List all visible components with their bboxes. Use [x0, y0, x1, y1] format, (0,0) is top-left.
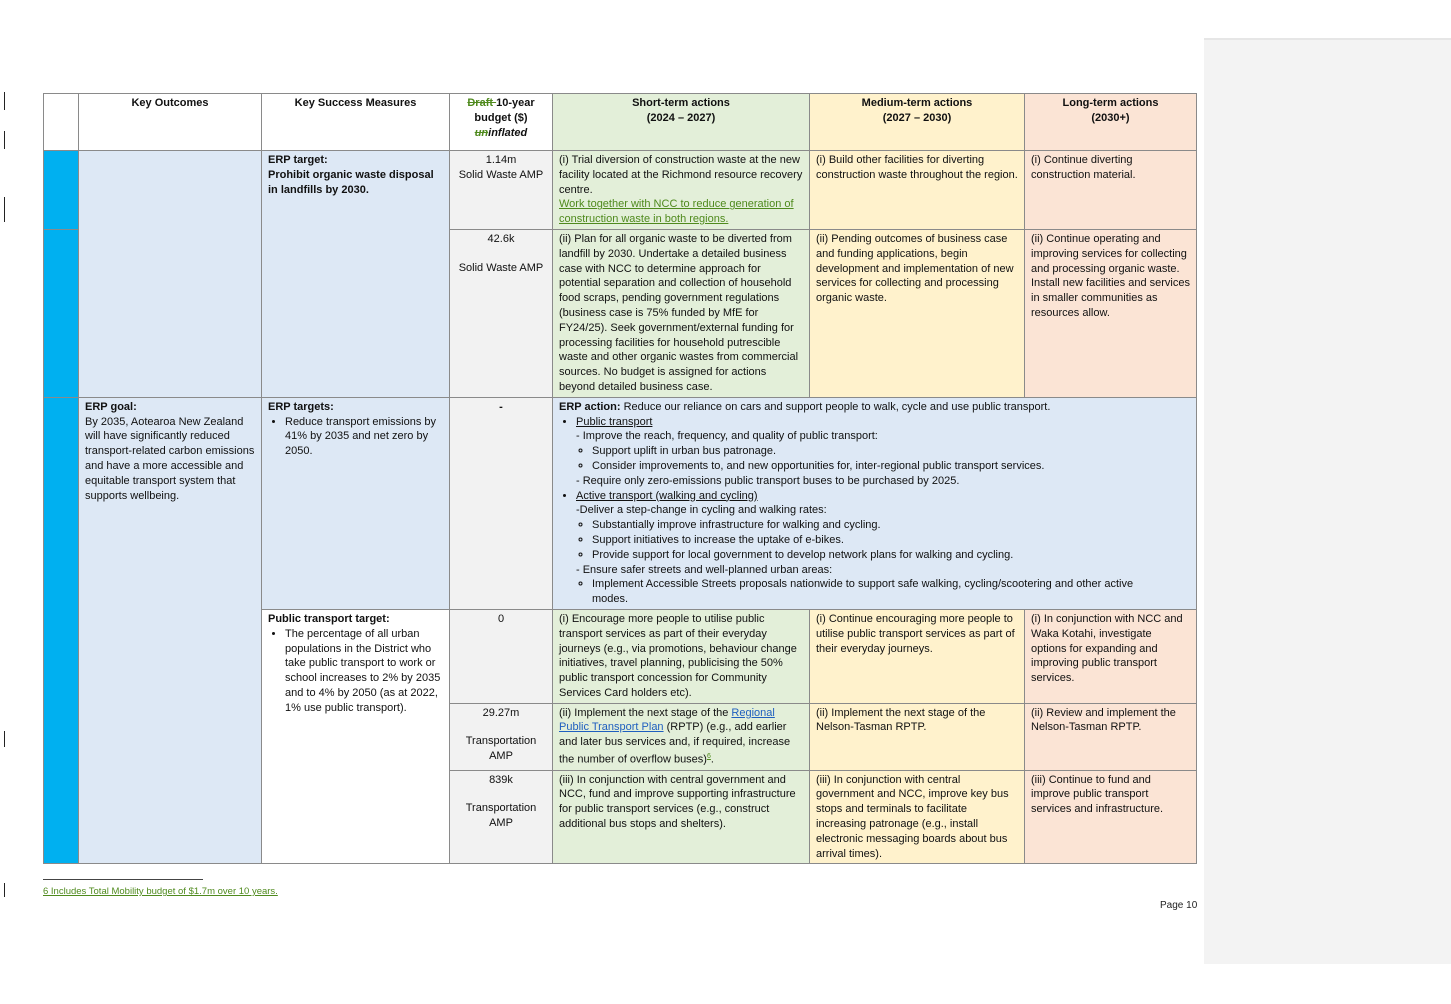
measure-cell: ERP targets: Reduce transport emissions …: [261, 396, 450, 610]
table-row: 42.6k Solid Waste AMP (ii) Plan for all …: [43, 228, 1197, 398]
table-row: 29.27m Transportation AMP (ii) Implement…: [44, 702, 1197, 771]
deleted-text: un: [474, 126, 489, 139]
budget-cell: 42.6k Solid Waste AMP: [449, 228, 553, 398]
short-term-cell: (i) Trial diversion of construction wast…: [552, 150, 810, 230]
list-item: Consider improvements to, and new opport…: [592, 459, 1190, 474]
short-term-cell: (iii) In conjunction with central govern…: [552, 769, 810, 865]
medium-term-cell: (i) Build other facilities for diverting…: [809, 150, 1025, 230]
revision-bar: [4, 131, 5, 149]
header-short-term: Short-term actions(2024 – 2027): [552, 93, 810, 151]
outcome-cell: ERP goal: By 2035, Aotearoa New Zealand …: [78, 396, 262, 865]
list-item: Implement Accessible Streets proposals n…: [592, 577, 1160, 607]
header-key-outcomes: Key Outcomes: [78, 93, 262, 151]
revision-bar: [4, 197, 5, 222]
table-row: ERP target: Prohibit organic waste dispo…: [43, 150, 1197, 398]
list-item: Support uplift in urban bus patronage.: [592, 444, 1190, 459]
short-term-cell: (i) Encourage more people to utilise pub…: [552, 608, 810, 704]
budget-cell: 0: [449, 608, 553, 704]
header-long-term: Long-term actions(2030+): [1024, 93, 1197, 151]
list-item: Reduce transport emissions by 41% by 203…: [285, 415, 443, 459]
budget-cell: 29.27m Transportation AMP: [449, 702, 553, 771]
medium-term-cell: (ii) Implement the next stage of the Nel…: [809, 702, 1025, 771]
medium-term-cell: (i) Continue encouraging more people to …: [809, 608, 1025, 704]
footnote: 6 Includes Total Mobility budget of $1.7…: [43, 886, 278, 897]
header-blank: [43, 93, 79, 151]
category-strip: [43, 150, 79, 230]
deleted-text: Draft: [467, 97, 497, 109]
medium-term-cell: (ii) Pending outcomes of business case a…: [809, 228, 1025, 398]
budget-cell: 839k Transportation AMP: [449, 769, 553, 865]
category-strip: [43, 396, 79, 865]
list-item: Active transport (walking and cycling): [576, 489, 1190, 504]
long-term-cell: (i) In conjunction with NCC and Waka Kot…: [1024, 608, 1197, 704]
long-term-cell: (i) Continue diverting construction mate…: [1024, 150, 1197, 230]
table-row: Public transport target: The percentage …: [44, 608, 1197, 865]
category-strip: [43, 228, 79, 398]
short-term-cell: (ii) Implement the next stage of the Reg…: [552, 702, 810, 771]
erp-action-cell: ERP action: Reduce our reliance on cars …: [552, 396, 1197, 610]
comment-pane: [1204, 40, 1451, 964]
revision-bar: [4, 731, 5, 747]
header-row: Key Outcomes Key Success Measures Draft …: [43, 93, 1197, 151]
medium-term-cell: (iii) In conjunction with central govern…: [809, 769, 1025, 865]
list-item: The percentage of all urban populations …: [285, 627, 443, 716]
list-item: Support initiatives to increase the upta…: [592, 533, 1190, 548]
footnote-ref[interactable]: 6: [706, 753, 711, 761]
list-item: Substantially improve infrastructure for…: [592, 518, 1190, 533]
inserted-text: Work together with NCC to reduce generat…: [559, 198, 794, 226]
short-term-cell: (ii) Plan for all organic waste to be di…: [552, 228, 810, 398]
long-term-cell: (ii) Continue operating and improving se…: [1024, 228, 1197, 398]
measure-cell: ERP target: Prohibit organic waste dispo…: [261, 150, 450, 398]
budget-cell: -: [449, 396, 553, 610]
table-row: ERP goal: By 2035, Aotearoa New Zealand …: [43, 396, 1197, 865]
outcome-cell: [78, 150, 262, 398]
long-term-cell: (ii) Review and implement the Nelson-Tas…: [1024, 702, 1197, 771]
revision-bar: [4, 92, 5, 110]
rptp-link[interactable]: Regional Public Transport Plan: [559, 706, 775, 734]
table-row: 839k Transportation AMP (iii) In conjunc…: [44, 769, 1197, 865]
header-budget: Draft 10-year budget ($)uninflated: [449, 93, 553, 151]
header-medium-term: Medium-term actions(2027 – 2030): [809, 93, 1025, 151]
revision-bar: [4, 883, 5, 897]
comment-pane-border: [1204, 38, 1451, 40]
measure-cell: Public transport target: The percentage …: [261, 608, 450, 865]
list-item: Provide support for local government to …: [592, 548, 1190, 563]
climate-action-table: Key Outcomes Key Success Measures Draft …: [43, 93, 1197, 865]
list-item: Public transport: [576, 415, 1190, 430]
budget-cell: 1.14m Solid Waste AMP: [449, 150, 553, 230]
long-term-cell: (iii) Continue to fund and improve publi…: [1024, 769, 1197, 865]
header-key-success-measures: Key Success Measures: [261, 93, 450, 151]
footnote-separator: [43, 879, 203, 880]
page-number: Page 10: [1160, 900, 1198, 911]
